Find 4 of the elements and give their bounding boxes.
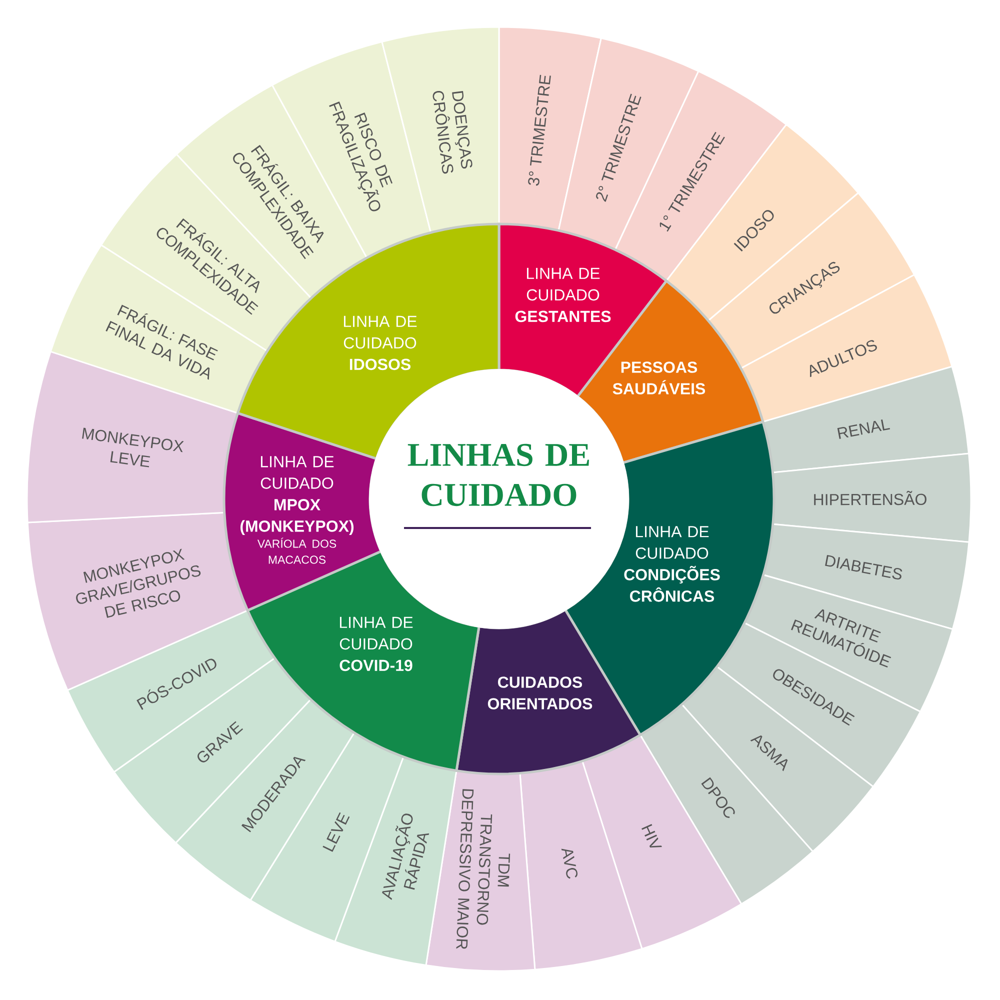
- inner-ring-segment: CUIDADOS ORIENTADOS: [455, 608, 642, 776]
- outer-ring-segment: HIPERTENSÃO: [772, 452, 972, 543]
- inner-ring-segment: LINHA DE CUIDADO MPOX (MONKEYPOX) VARÍOLA DOS MACACOS: [222, 412, 382, 612]
- outer-ring-segment: AVC: [519, 760, 643, 970]
